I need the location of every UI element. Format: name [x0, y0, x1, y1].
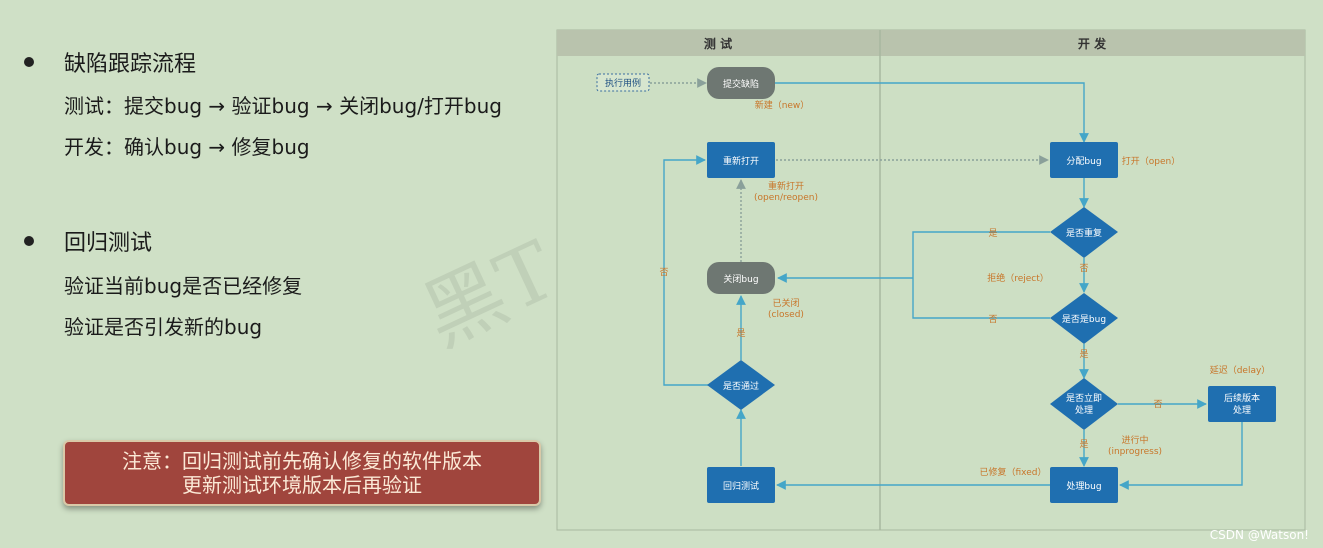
arrow-later-to-handle: [1119, 422, 1243, 490]
label-inprogress-2: (inprogress): [1108, 447, 1162, 457]
node-close-bug: [707, 262, 775, 294]
node-duplicate-label: 是否重复: [1066, 227, 1102, 239]
node-reopen-label: 重新打开: [723, 155, 759, 167]
credit-text: CSDN @Watson!: [1209, 528, 1309, 542]
label-reject: 拒绝（reject）: [987, 272, 1049, 284]
label-fixed: 已修复（fixed）: [980, 466, 1047, 478]
node-execute-case-label: 执行用例: [605, 77, 641, 89]
dev-flow-text: 开发：确认bug → 修复bug: [64, 135, 310, 159]
bullet-defect-tracking: 缺陷跟踪流程: [24, 46, 196, 78]
node-later-version: [1208, 386, 1276, 422]
node-assign-bug-label: 分配bug: [1066, 156, 1101, 167]
node-isbug-diamond: [1050, 293, 1118, 344]
node-assign-bug: [1050, 142, 1118, 178]
note-box: 注意：回归测试前先确认修复的软件版本 更新测试环境版本后再验证: [63, 440, 541, 506]
node-reopen: [707, 142, 775, 178]
section-title: 回归测试: [64, 231, 153, 256]
arrow-notbug-no: [912, 278, 1050, 319]
label-yes-isbug: 是: [1079, 349, 1088, 360]
bullet-regression: 回归测试: [24, 225, 152, 257]
label-closed-1: 已关闭: [772, 297, 799, 309]
label-no-isbug: 否: [988, 314, 997, 325]
node-passed-diamond: [707, 360, 775, 410]
node-handle-bug: [1050, 467, 1118, 503]
label-open: 打开（open）: [1122, 155, 1180, 167]
lane-header-dev: [880, 30, 1305, 56]
label-no-passed: 否: [659, 267, 668, 278]
arrow-submit-to-assign: [775, 82, 1089, 143]
node-passed-label: 是否通过: [723, 380, 759, 392]
label-yes-fixnow: 是: [1079, 439, 1088, 450]
node-regression-test-label: 回归测试: [723, 480, 759, 492]
node-regression-test: [707, 467, 775, 503]
node-submit-defect-label: 提交缺陷: [723, 78, 759, 90]
node-later-version-label-2: 处理: [1233, 404, 1251, 416]
node-duplicate-diamond: [1050, 207, 1118, 258]
arrow-pass-no: [663, 155, 708, 386]
label-closed-2: (closed): [768, 310, 804, 320]
test-flow-text: 测试：提交bug → 验证bug → 关闭bug/打开bug: [64, 94, 502, 118]
label-reopen-2: (open/reopen): [754, 193, 818, 203]
label-reopen-1: 重新打开: [768, 180, 804, 192]
node-submit-defect: [707, 67, 775, 99]
label-inprogress-1: 进行中: [1121, 434, 1148, 446]
node-fixnow-diamond: [1050, 378, 1118, 430]
node-fixnow-label-1: 是否立即: [1066, 392, 1102, 404]
arrow-duplicate-yes: [912, 231, 1050, 278]
note-line-2: 更新测试环境版本后再验证: [182, 473, 422, 497]
label-yes-duplicate: 是: [988, 228, 997, 239]
node-isbug-label: 是否是bug: [1062, 314, 1106, 325]
label-no-duplicate: 否: [1079, 263, 1088, 274]
lane-header-test: [557, 30, 880, 56]
label-no-fixnow: 否: [1153, 399, 1162, 410]
label-yes-passed: 是: [736, 328, 745, 339]
node-handle-bug-label: 处理bug: [1066, 480, 1101, 492]
left-panel: 缺陷跟踪流程 测试：提交bug → 验证bug → 关闭bug/打开bug 开发…: [0, 0, 550, 548]
bullet-dot: [24, 57, 34, 67]
node-fixnow-label-2: 处理: [1075, 404, 1093, 416]
node-close-bug-label: 关闭bug: [723, 273, 758, 285]
label-delay: 延迟（delay）: [1210, 364, 1271, 376]
regression-point-1: 验证当前bug是否已经修复: [64, 274, 303, 298]
swimlane-frame: [556, 29, 1306, 531]
node-later-version-label-1: 后续版本: [1224, 392, 1260, 404]
section-title: 缺陷跟踪流程: [64, 52, 197, 77]
note-line-1: 注意：回归测试前先确认修复的软件版本: [122, 449, 482, 473]
regression-point-2: 验证是否引发新的bug: [64, 315, 263, 339]
node-execute-case: [596, 73, 650, 92]
bullet-dot: [24, 236, 34, 246]
label-new: 新建（new）: [755, 99, 810, 111]
lane-title-test: 测 试: [704, 36, 732, 51]
lane-title-dev: 开 发: [1078, 36, 1107, 51]
